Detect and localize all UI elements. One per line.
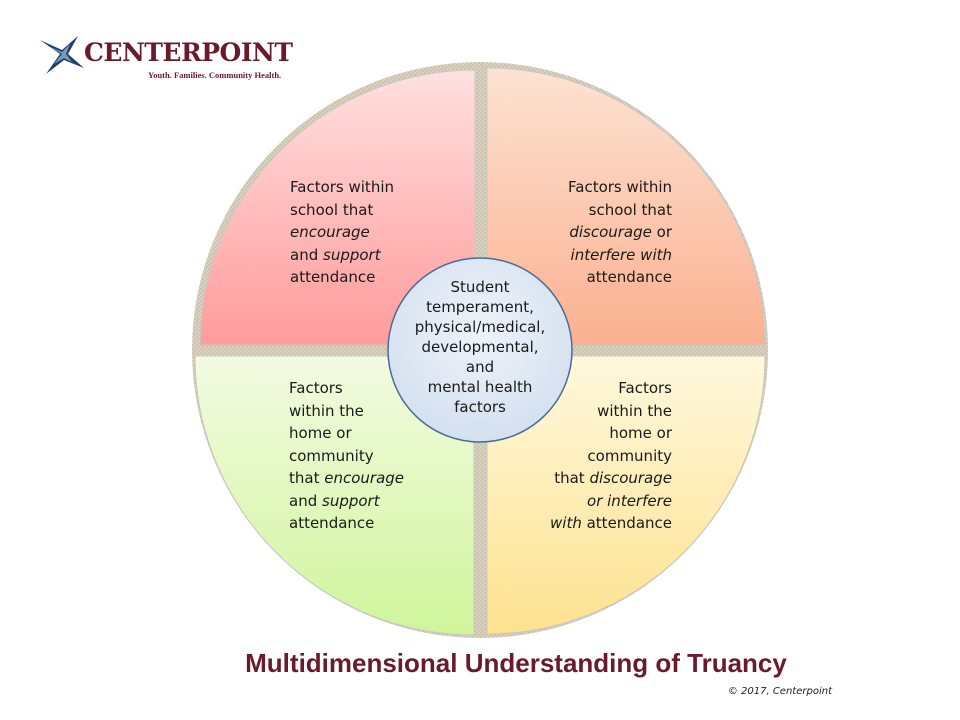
text-line: interfere with [570,245,672,264]
text-line: and [465,358,495,376]
text-line: factors [454,398,506,416]
quadrant-top-right [486,67,766,346]
quadrant-bottom-right [486,355,766,635]
text-line: that discourage [554,469,672,487]
text-line: mental health [427,378,533,396]
text-line: encourage [290,223,370,241]
text-line: that encourage [289,469,405,487]
text-line: Factors [289,379,343,397]
center-circle [387,257,573,443]
quadrant-bottom-left [194,355,475,636]
copyright-note: © 2017, Centerpoint [727,686,832,697]
text-line: discourage or [569,223,672,241]
quadrant-bottom-left-text: Factors within the home or community that en… [289,377,404,535]
text-line: and support [289,491,380,510]
text-line: developmental, [421,338,539,356]
text-line: school that [290,200,374,219]
text-line: temperament, [426,298,534,316]
quadrant-top-left [199,69,476,346]
diagram-title: Multidimensional Understanding of Truanc… [245,648,787,678]
text-line: community [587,446,672,465]
star-logo-icon [40,36,84,74]
text-line: and support [290,245,381,264]
text-line: community [289,446,374,465]
text-line: Factors within [568,178,672,196]
text-line: home or [609,424,672,442]
quadrant-top-right-text: Factors within school that discourage or in… [540,176,672,289]
quadrant-top-left-text: Factors within school that encourage and su… [290,176,394,289]
text-line: Factors [618,379,672,397]
text-line: home or [289,424,352,442]
centerpoint-logo: CENTERPOINT Youth. Families. Community H… [38,34,308,90]
text-line: physical/medical, [414,318,546,336]
quadrant-bottom-right-text: Factors within the home or community that di… [520,377,672,535]
text-line: within the [289,401,364,420]
text-line: or interfere [587,491,672,510]
center-text: Student temperament, physical/medical, deve… [392,277,568,417]
text-line: Student [450,278,510,296]
logo-tagline: Youth. Families. Community Health. [148,70,282,80]
text-line: attendance [586,268,672,286]
text-line: Factors within [290,178,394,196]
text-line: with attendance [550,514,672,532]
logo-wordmark: CENTERPOINT [84,38,293,67]
text-line: school that [588,200,672,219]
text-line: attendance [289,514,375,532]
text-line: within the [597,401,672,420]
text-line: attendance [290,268,376,286]
